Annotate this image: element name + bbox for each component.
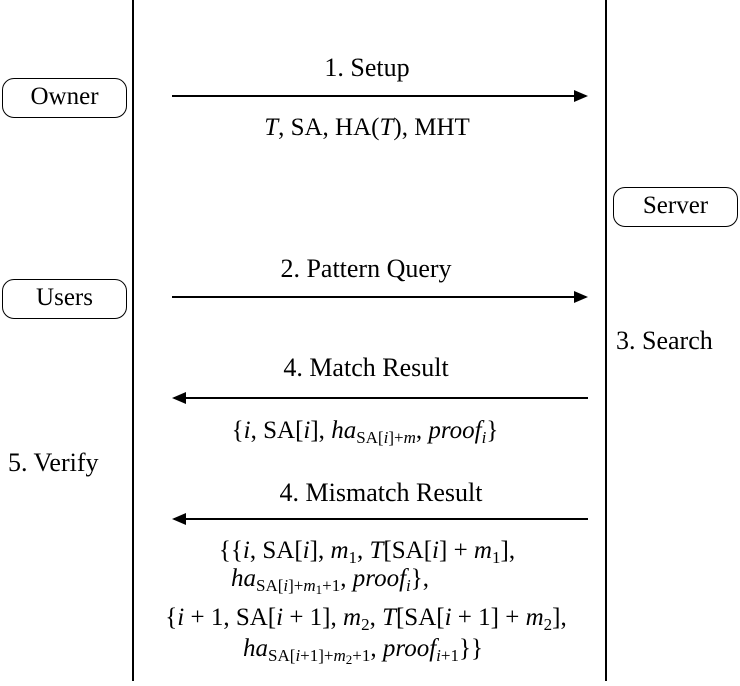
match-result-payload: {i, SA[i], haSA[i]+m, proofi} [231,417,499,446]
var-i: i [243,417,251,444]
server-lifeline [605,0,607,681]
text: , SA[ [250,417,304,444]
var-i: i [383,428,389,447]
text: , [415,417,429,444]
setup-arrow [172,90,588,102]
match-result-arrow [172,392,588,404]
var-T: T [264,114,279,141]
var-proof: proof [428,417,482,444]
var-i: i [303,417,311,444]
verify-step-label: 5. Verify [8,448,99,477]
server-actor-box: Server [613,187,738,227]
match-result-step-label: 4. Match Result [283,353,449,382]
mismatch-result-arrow [172,513,588,525]
var-m: m [403,428,416,447]
search-step-label: 3. Search [616,326,713,355]
brace: } [486,417,499,444]
mismatch-payload-line-2: haSA[i]+m1+1, proofi}, [231,565,429,597]
setup-payload-text: , SA, HA( [278,114,380,141]
owner-actor-box: Owner [2,78,127,118]
server-label: Server [642,192,709,219]
mismatch-payload-line-3: {i + 1, SA[i + 1], m2, T[SA[i + 1] + m2]… [165,604,567,634]
var-T: T [379,114,394,141]
var-ha: ha [331,417,357,444]
ha-subscript: SA[i]+m [356,428,416,447]
brace: { [231,417,244,444]
pattern-query-step-label: 2. Pattern Query [280,254,452,283]
var-i: i [481,428,487,447]
setup-payload-text: ), MHT [393,114,470,141]
text: ], [310,417,332,444]
text: ]+ [388,428,404,447]
pattern-query-arrow [172,291,588,303]
text: SA[ [356,428,384,447]
client-lifeline [132,0,134,681]
users-actor-box: Users [2,279,127,319]
proof-subscript: i [482,428,487,447]
owner-label: Owner [30,83,99,110]
mismatch-payload-line-4: haSA[i+1]+m2+1, proofi+1}} [243,635,483,667]
setup-step-label: 1. Setup [324,53,410,82]
mismatch-payload-line-1: {{i, SA[i], m1, T[SA[i] + m1], [218,537,516,567]
setup-payload: T, SA, HA(T), MHT [264,115,470,140]
users-label: Users [36,284,93,311]
mismatch-result-step-label: 4. Mismatch Result [279,478,483,507]
